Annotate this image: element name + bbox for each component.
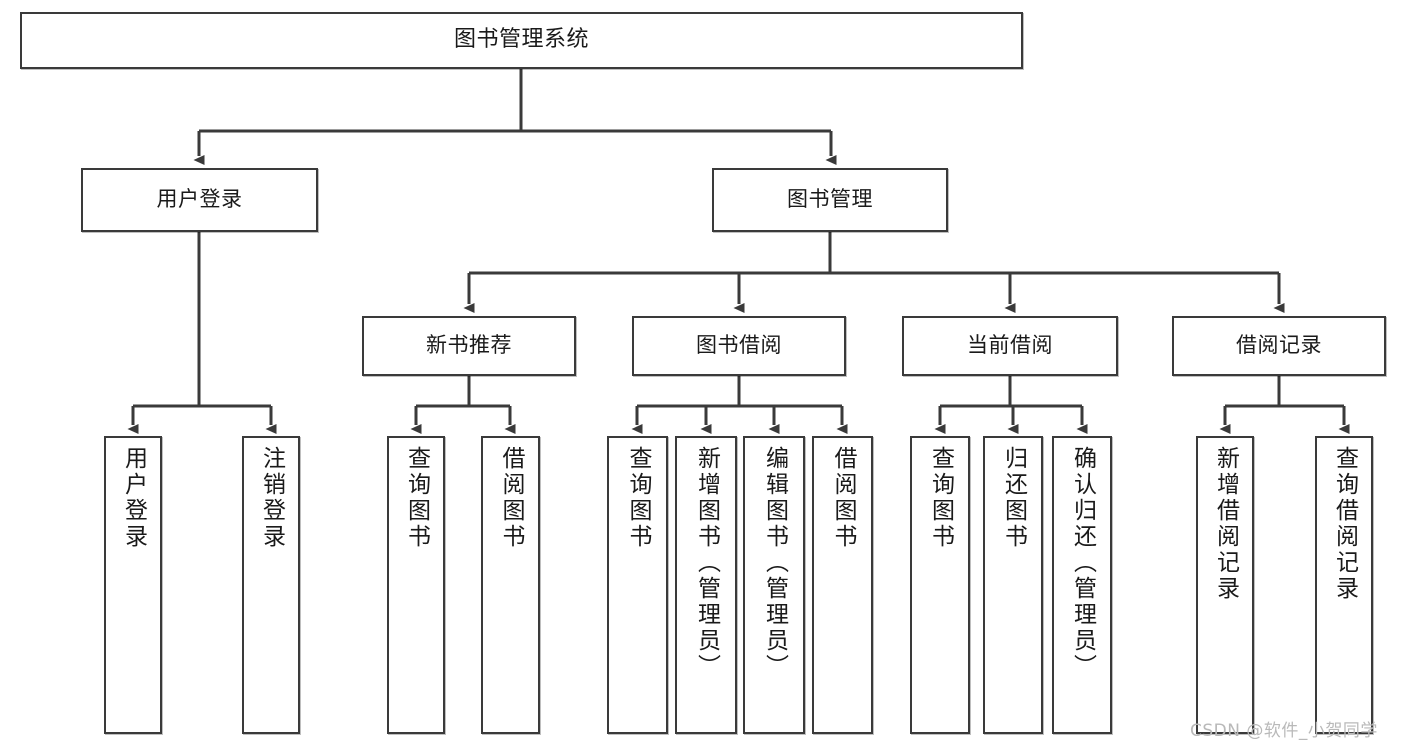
node-leaf-add-book-label: 新增图书（管理员） <box>693 446 720 680</box>
node-leaf-borrow-book-2[interactable]: 借阅图书 <box>812 436 873 734</box>
node-current-borrow-label: 当前借阅 <box>967 333 1053 358</box>
node-leaf-query-book-2[interactable]: 查询图书 <box>607 436 668 734</box>
node-leaf-add-record[interactable]: 新增借阅记录 <box>1196 436 1254 734</box>
node-leaf-query-record[interactable]: 查询借阅记录 <box>1315 436 1373 734</box>
node-leaf-add-record-label: 新增借阅记录 <box>1212 446 1239 602</box>
node-leaf-return-book-label: 归还图书 <box>1000 446 1027 550</box>
node-leaf-confirm-return[interactable]: 确认归还（管理员） <box>1052 436 1112 734</box>
node-leaf-borrow-book-1[interactable]: 借阅图书 <box>481 436 540 734</box>
node-book-manage[interactable]: 图书管理 <box>712 168 948 232</box>
node-leaf-user-login-label: 用户登录 <box>120 446 147 550</box>
node-leaf-confirm-return-label: 确认归还（管理员） <box>1069 446 1096 680</box>
node-leaf-query-book-1-label: 查询图书 <box>403 446 430 550</box>
watermark: CSDN @软件_小贺同学 <box>1190 721 1378 741</box>
node-leaf-edit-book[interactable]: 编辑图书（管理员） <box>743 436 805 734</box>
node-leaf-logout[interactable]: 注销登录 <box>242 436 300 734</box>
node-book-manage-label: 图书管理 <box>787 187 873 212</box>
node-leaf-borrow-book-2-label: 借阅图书 <box>830 446 856 550</box>
node-leaf-add-book[interactable]: 新增图书（管理员） <box>675 436 737 734</box>
node-borrow-record-label: 借阅记录 <box>1236 333 1322 358</box>
node-user-login-label: 用户登录 <box>156 187 243 212</box>
node-book-borrow-label: 图书借阅 <box>696 333 782 358</box>
node-book-borrow[interactable]: 图书借阅 <box>632 316 846 376</box>
node-leaf-logout-label: 注销登录 <box>258 446 285 550</box>
node-leaf-query-book-3-label: 查询图书 <box>927 446 954 550</box>
node-root-system[interactable]: 图书管理系统 <box>20 12 1023 69</box>
node-leaf-query-book-3[interactable]: 查询图书 <box>910 436 970 734</box>
node-leaf-user-login[interactable]: 用户登录 <box>104 436 162 734</box>
node-new-book-recommend-label: 新书推荐 <box>426 333 512 358</box>
node-leaf-query-book-2-label: 查询图书 <box>625 446 651 550</box>
node-leaf-borrow-book-1-label: 借阅图书 <box>498 446 524 550</box>
node-leaf-edit-book-label: 编辑图书（管理员） <box>761 446 788 680</box>
node-leaf-query-book-1[interactable]: 查询图书 <box>387 436 445 734</box>
node-current-borrow[interactable]: 当前借阅 <box>902 316 1118 376</box>
node-leaf-query-record-label: 查询借阅记录 <box>1331 446 1358 602</box>
node-user-login[interactable]: 用户登录 <box>81 168 318 232</box>
node-borrow-record[interactable]: 借阅记录 <box>1172 316 1386 376</box>
node-new-book-recommend[interactable]: 新书推荐 <box>362 316 576 376</box>
node-root-label: 图书管理系统 <box>453 27 589 53</box>
node-leaf-return-book[interactable]: 归还图书 <box>983 436 1043 734</box>
